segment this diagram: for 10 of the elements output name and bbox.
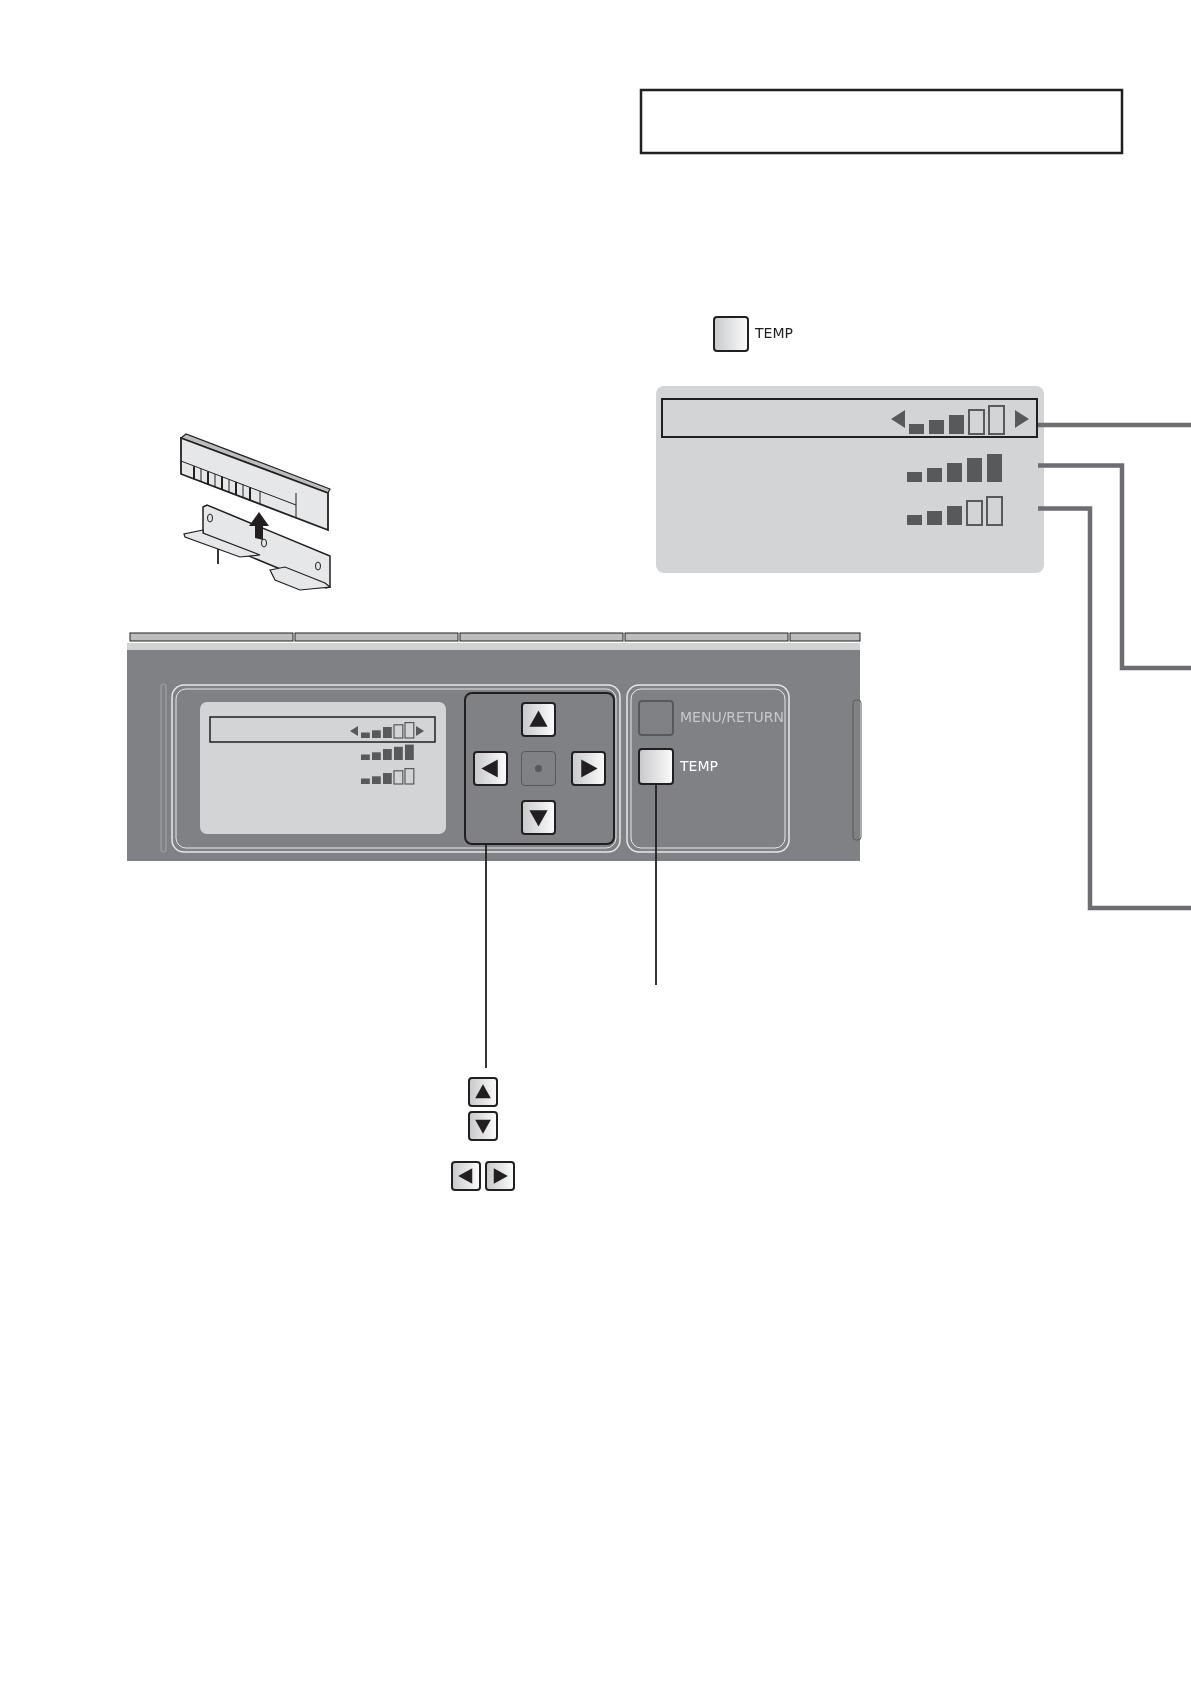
leader-line <box>1038 506 1191 911</box>
leader-line <box>1038 463 1191 671</box>
leader-line <box>485 844 487 1069</box>
button-label: MENU/RETURN <box>680 709 784 725</box>
leader-line <box>655 784 657 986</box>
button-label: TEMP <box>680 757 718 774</box>
leader-line <box>1038 422 1191 428</box>
display-row <box>661 398 1038 438</box>
button-label: TEMP <box>755 325 793 341</box>
arrow-keypad <box>464 692 615 845</box>
